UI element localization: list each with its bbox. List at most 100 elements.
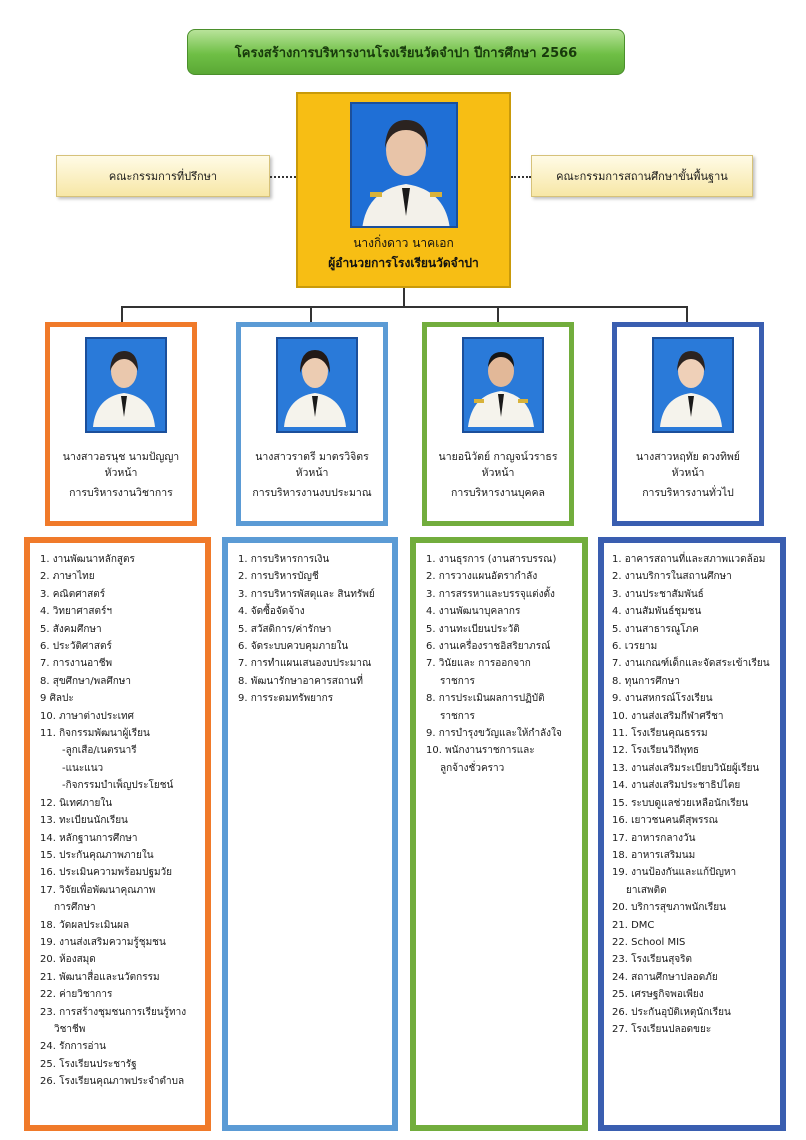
director-name: นางกิ่งดาว นาคเอก: [353, 236, 454, 250]
academic-task-item: 7. การงานอาชีพ: [40, 655, 205, 672]
task-text: การศึกษา: [54, 902, 96, 914]
academic-task-item: 19. งานส่งเสริมความรู้ชุมชน: [40, 934, 205, 951]
general-task-item: 11. โรงเรียนคุณธรรม: [612, 725, 780, 742]
academic-task-item: -ลูกเสือ/เนตรนารี: [40, 742, 205, 759]
task-text: ระบบดูแลช่วยเหลือนักเรียน: [631, 797, 749, 809]
task-text: การประเมินผลการปฏิบัติ: [438, 693, 545, 705]
task-number: 23.: [40, 1006, 56, 1018]
task-number: 14.: [40, 832, 56, 844]
budget-task-item: 4. จัดซื้อจัดจ้าง: [238, 603, 392, 620]
task-text: งานพัฒนาบุคลากร: [438, 606, 521, 618]
academic-task-item: 15. ประกันคุณภาพภายใน: [40, 847, 205, 864]
personnel-task-item: 10. พนักงานราชการและ: [426, 742, 582, 759]
task-number: 14.: [612, 780, 628, 792]
education-connector: [511, 176, 531, 178]
task-text: อาหารเสริมนม: [631, 849, 696, 861]
advisory-committee-label: คณะกรรมการที่ปรึกษา: [108, 170, 218, 183]
horizontal-branch-line: [121, 306, 687, 308]
task-text: ค่ายวิชาการ: [59, 989, 113, 1001]
general-task-item: 13. งานส่งเสริมระเบียบวินัยผู้เรียน: [612, 760, 780, 777]
personnel-task-item: 3. การสรรหาและบรรจุแต่งตั้ง: [426, 586, 582, 603]
task-number: 1.: [238, 554, 248, 565]
chart-title: โครงสร้างการบริหารงานโรงเรียนวัดจำปา ปีก…: [234, 45, 578, 61]
task-text: สุขศึกษา/พลศึกษา: [52, 675, 131, 687]
task-number: 12.: [40, 797, 56, 809]
personnel-head-role: หัวหน้า: [481, 467, 515, 479]
branch-line-academic: [121, 306, 123, 322]
personnel-task-item: ราชการ: [426, 708, 582, 725]
task-text: ประกันอุบัติเหตุนักเรียน: [631, 1006, 731, 1018]
task-text: -แนะแนว: [62, 762, 104, 774]
general-task-item: 25. เศรษฐกิจพอเพียง: [612, 986, 780, 1003]
general-head-name: นางสาวหฤทัย ดวงทิพย์: [636, 451, 740, 463]
academic-task-item: 24. รักการอ่าน: [40, 1038, 205, 1055]
task-text: การบริหารการเงิน: [250, 554, 330, 565]
director-position: ผู้อำนวยการโรงเรียนวัดจำปา: [328, 256, 479, 270]
academic-task-item: 6. ประวัติศาสตร์: [40, 638, 205, 655]
task-number: 2.: [426, 571, 436, 583]
task-number: 24.: [40, 1041, 56, 1053]
task-text: การทำแผนเสนองบประมาณ: [250, 658, 372, 670]
task-text: โรงเรียนคุณธรรม: [631, 728, 708, 740]
task-text: วินัยและ การออกจาก: [438, 658, 531, 670]
general-task-item: 23. โรงเรียนสุจริต: [612, 951, 780, 968]
task-text: โรงเรียนวิถีพุทธ: [631, 745, 700, 757]
task-number: 2.: [612, 571, 622, 583]
task-text: สถานศึกษาปลอดภัย: [631, 971, 718, 983]
personnel-task-item: 2. การวางแผนอัตรากำลัง: [426, 568, 582, 585]
general-task-item: 14. งานส่งเสริมประชาธิปไตย: [612, 777, 780, 794]
task-number: 15.: [612, 797, 628, 809]
task-number: 2.: [40, 571, 50, 583]
academic-task-item: 3. คณิตศาสตร์: [40, 586, 205, 603]
task-text: งานสัมพันธ์ชุมชน: [624, 606, 702, 618]
task-number: 10.: [40, 710, 56, 722]
branch-line-personnel: [497, 306, 499, 322]
budget-task-item: 2. การบริหารบัญชี: [238, 568, 392, 585]
title-banner: โครงสร้างการบริหารงานโรงเรียนวัดจำปา ปีก…: [187, 29, 625, 75]
task-text: การสร้างชุมชนการเรียนรู้ทาง: [59, 1006, 187, 1018]
task-number: 10.: [612, 710, 628, 722]
general-task-item: 27. โรงเรียนปลอดขยะ: [612, 1021, 780, 1038]
academic-head-name: นางสาวอรนุช นามปัญญา: [62, 451, 180, 463]
budget-task-item: 9. การระดมทรัพยากร: [238, 690, 392, 707]
task-text: งานสหกรณ์โรงเรียน: [624, 693, 713, 705]
personnel-task-item: ลูกจ้างชั่วคราว: [426, 760, 582, 777]
task-number: 3.: [426, 588, 436, 600]
budget-task-item: 1. การบริหารการเงิน: [238, 551, 392, 568]
academic-task-item: 23. การสร้างชุมชนการเรียนรู้ทาง: [40, 1004, 205, 1021]
task-text: วิจัยเพื่อพัฒนาคุณภาพ: [59, 884, 156, 896]
task-text: การวางแผนอัตรากำลัง: [438, 571, 538, 583]
task-number: 13.: [612, 762, 628, 774]
task-text: จัดซื้อจัดจ้าง: [250, 606, 305, 618]
task-text: โรงเรียนปลอดขยะ: [631, 1023, 712, 1035]
task-number: 24.: [612, 971, 628, 983]
task-text: ประกันคุณภาพภายใน: [59, 849, 154, 861]
advisory-connector: [270, 176, 296, 178]
task-number: 9: [40, 693, 47, 705]
general-group: การบริหารงานทั่วไป: [642, 487, 734, 499]
task-text: ลูกจ้างชั่วคราว: [440, 762, 505, 774]
general-task-item: 18. อาหารเสริมนม: [612, 847, 780, 864]
task-number: 25.: [40, 1058, 56, 1070]
task-text: งานส่งเสริมระเบียบวินัยผู้เรียน: [631, 762, 760, 774]
budget-task-item: 6. จัดระบบควบคุมภายใน: [238, 638, 392, 655]
task-number: 8.: [40, 675, 50, 687]
task-text: ศิลปะ: [49, 693, 74, 705]
task-number: 4.: [238, 606, 248, 618]
task-text: การระดมทรัพยากร: [250, 693, 334, 705]
task-number: 19.: [612, 867, 628, 879]
task-text: งานส่งเสริมความรู้ชุมชน: [59, 936, 166, 948]
task-number: 10.: [426, 745, 442, 757]
task-number: 18.: [40, 919, 56, 931]
general-task-item: 24. สถานศึกษาปลอดภัย: [612, 969, 780, 986]
task-text: สวัสดิการ/ค่ารักษา: [250, 623, 332, 635]
task-number: 7.: [426, 658, 436, 670]
task-number: 3.: [40, 588, 50, 600]
task-number: 17.: [40, 884, 56, 896]
academic-task-item: 9 ศิลปะ: [40, 690, 205, 707]
task-text: สังคมศึกษา: [52, 623, 102, 635]
personnel-task-item: 8. การประเมินผลการปฏิบัติ: [426, 690, 582, 707]
task-number: 15.: [40, 849, 56, 861]
